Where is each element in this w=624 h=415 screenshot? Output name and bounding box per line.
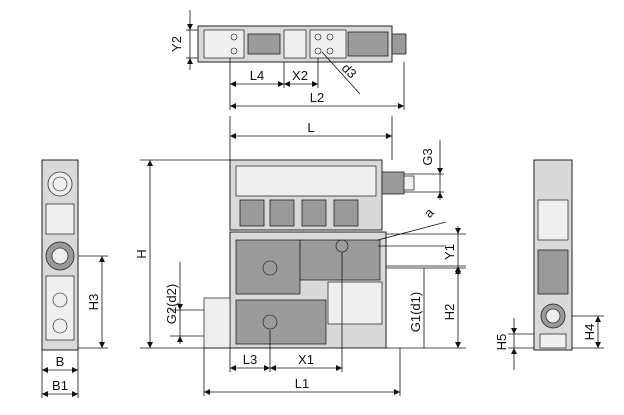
label-l3: L3: [243, 352, 257, 367]
right-side-view: [508, 159, 604, 370]
label-x2: X2: [292, 68, 308, 83]
label-x1: X1: [298, 352, 314, 367]
label-h4: H4: [582, 324, 597, 341]
label-y1: Y1: [442, 244, 457, 260]
front-view: [140, 116, 466, 396]
label-l4: L4: [250, 68, 264, 83]
label-h5: H5: [494, 334, 509, 351]
label-h: H: [134, 249, 149, 258]
label-h2: H2: [442, 304, 457, 321]
label-b1: B1: [52, 378, 68, 393]
label-b: B: [56, 354, 65, 369]
label-g3: G3: [420, 148, 435, 165]
label-g1-d1: G1(d1): [408, 292, 423, 332]
label-l2: L2: [310, 90, 324, 105]
label-a: a: [421, 204, 437, 220]
left-side-view: [41, 159, 108, 398]
label-d3: d3: [339, 60, 360, 81]
top-view: [186, 10, 407, 110]
label-g2-d2: G2(d2): [164, 284, 179, 324]
label-l: L: [307, 120, 314, 135]
label-h3: H3: [86, 294, 101, 311]
label-l1: L1: [295, 376, 309, 391]
label-y2: Y2: [169, 36, 184, 52]
